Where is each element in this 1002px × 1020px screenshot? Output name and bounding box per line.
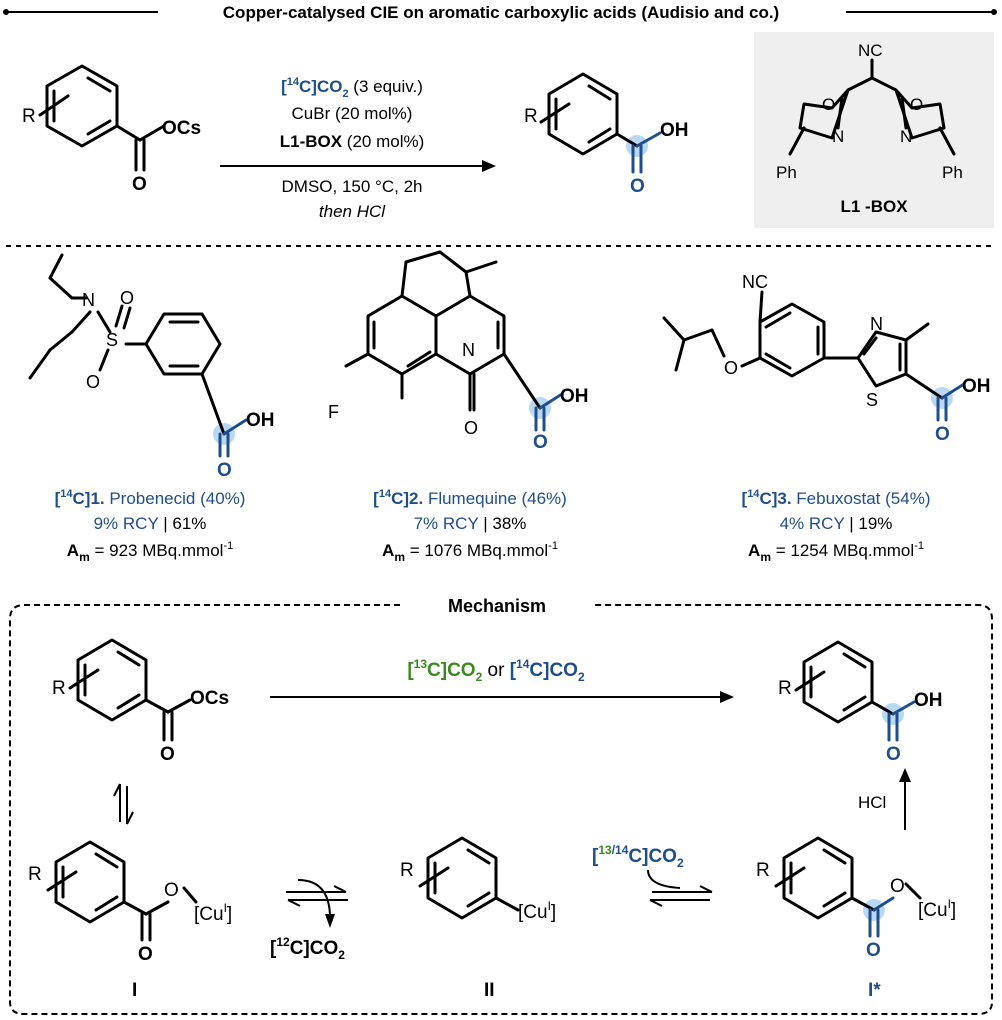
mech-sm-r: R — [52, 678, 66, 699]
prod-carbonyl-o: O — [630, 176, 645, 197]
int-I-o-ester: O — [164, 880, 179, 901]
mech-sm-o: O — [160, 744, 175, 765]
int-II-cu: [CuI] — [518, 899, 556, 923]
int-Istar-o-carbonyl: O — [866, 940, 881, 961]
condition-solvent: DMSO, 150 °C, 2h — [282, 177, 423, 196]
probenecid-so-o1: O — [120, 288, 134, 308]
int-Istar-label: I* — [868, 980, 881, 1001]
flumequine-ketone-o: O — [464, 418, 478, 438]
mech-sm-ocs: OCs — [190, 688, 229, 709]
flumequine-oh: OH — [560, 386, 589, 407]
top-reaction: R OCs O [14C]CO2 (3 equiv.) CuBr (20 mol… — [22, 32, 994, 228]
mech-isotope-co2: [13C]CO2 or [14C]CO2 — [407, 657, 585, 684]
intermediate-I: R O O [CuI] I — [28, 840, 232, 1001]
probenecid-yields: 9% RCY | 61% — [94, 514, 207, 533]
mech-product: R OH O — [778, 640, 943, 765]
int-Istar-o-ester: O — [890, 876, 905, 897]
starting-material-structure: R OCs O — [22, 64, 201, 195]
probenecid-s: S — [106, 330, 118, 350]
flumequine-f: F — [328, 402, 339, 422]
probenecid-name: [14C]1. Probenecid (40%) — [55, 488, 246, 508]
probenecid-molar-activity: Am = 923 MBq.mmol-1 — [67, 540, 233, 564]
equilibrium-arrow-vertical — [113, 783, 134, 825]
int-II-label: II — [484, 980, 495, 1001]
mechanism-border — [9, 604, 993, 1015]
flumequine-n: N — [462, 340, 475, 360]
prod-oh: OH — [660, 120, 689, 141]
equilibrium-arrow-carboxylation — [647, 869, 713, 907]
equilibrium-arrow-decarboxylation — [286, 879, 348, 928]
probenecid-so-o2: O — [86, 372, 100, 392]
febuxostat-n: N — [870, 314, 883, 334]
ligand-ph-left: Ph — [776, 163, 797, 182]
sm-r-group: R — [22, 106, 36, 127]
compound-flumequine: N F O OH O [14C]2. Flumequine (46%) 7% R… — [328, 250, 589, 564]
reagent-cubr: CuBr (20 mol%) — [292, 104, 413, 123]
title-bar: Copper-catalysed CIE on aromatic carboxy… — [3, 3, 997, 22]
febuxostat-carbonyl-o: O — [935, 424, 950, 445]
product-structure: R OH O — [524, 72, 689, 197]
ligand-ph-right: Ph — [942, 163, 963, 182]
febuxostat-s: S — [866, 390, 878, 410]
scheme-title: Copper-catalysed CIE on aromatic carboxy… — [223, 3, 779, 22]
flumequine-molar-activity: Am = 1076 MBq.mmol-1 — [382, 540, 558, 564]
febuxostat-yields: 4% RCY | 19% — [780, 514, 893, 533]
mechanism-panel: Mechanism R OCs O [13C]CO2 or [14C]CO2 — [9, 596, 993, 1015]
sm-carbonyl-o: O — [132, 174, 147, 195]
compound-febuxostat: O NC N S OH O [14C]3. Febuxostat (54%) — [662, 272, 991, 564]
flumequine-structure: N F O OH O — [328, 250, 589, 453]
int-II-r: R — [400, 860, 414, 881]
probenecid-structure: N S O O OH O — [28, 253, 275, 481]
ligand-o-left: O — [822, 95, 835, 114]
prod-r-group: R — [524, 106, 538, 127]
probenecid-carbonyl-o: O — [217, 460, 232, 481]
int-Istar-cu: [CuI] — [918, 897, 956, 921]
flumequine-name: [14C]2. Flumequine (46%) — [373, 488, 567, 508]
probenecid-n: N — [82, 290, 95, 310]
flumequine-yields: 7% RCY | 38% — [414, 514, 527, 533]
febuxostat-o: O — [724, 358, 738, 378]
febuxostat-oh: OH — [962, 376, 991, 397]
int-Istar-r: R — [756, 860, 770, 881]
intermediate-II: R [CuI] II — [400, 836, 556, 1001]
co2-released: [12C]CO2 — [270, 935, 345, 962]
flumequine-carbonyl-o: O — [533, 432, 548, 453]
int-I-r: R — [28, 864, 42, 885]
ligand-o-right: O — [910, 95, 923, 114]
mech-prod-r: R — [778, 678, 792, 699]
mechanism-title: Mechanism — [448, 596, 546, 616]
co2-incorporated: [13/14C]CO2 — [592, 843, 684, 870]
intermediate-I-star: R O O [CuI] I* — [756, 836, 956, 1001]
reagent-ligand: L1-BOX (20 mol%) — [280, 132, 425, 151]
ligand-panel: NC O N Ph O N Ph L1 -BOX — [754, 32, 994, 228]
int-I-o-carbonyl: O — [138, 944, 153, 965]
compound-probenecid: N S O O OH O [14C]1. Probenecid (40%) 9%… — [28, 253, 275, 564]
febuxostat-molar-activity: Am = 1254 MBq.mmol-1 — [748, 540, 924, 564]
sm-ocs: OCs — [162, 118, 201, 139]
febuxostat-name: [14C]3. Febuxostat (54%) — [742, 488, 931, 508]
mech-starting-material: R OCs O — [52, 638, 229, 765]
febuxostat-structure: O NC N S OH O — [662, 272, 991, 445]
int-I-cu: [CuI] — [194, 901, 232, 925]
ligand-n-left: N — [832, 127, 844, 146]
probenecid-oh: OH — [246, 410, 275, 431]
mech-prod-o: O — [886, 744, 901, 765]
reagent-co2: [14C]CO2 (3 equiv.) — [281, 76, 423, 100]
mech-hcl: HCl — [858, 793, 886, 812]
ligand-label: L1 -BOX — [840, 197, 908, 216]
condition-workup: then HCl — [319, 202, 386, 221]
ligand-panel-bg — [754, 32, 994, 228]
ligand-n-right: N — [900, 127, 912, 146]
ligand-nc: NC — [858, 41, 883, 60]
int-I-label: I — [132, 980, 137, 1001]
febuxostat-nc: NC — [742, 272, 768, 292]
mech-prod-oh: OH — [914, 690, 943, 711]
